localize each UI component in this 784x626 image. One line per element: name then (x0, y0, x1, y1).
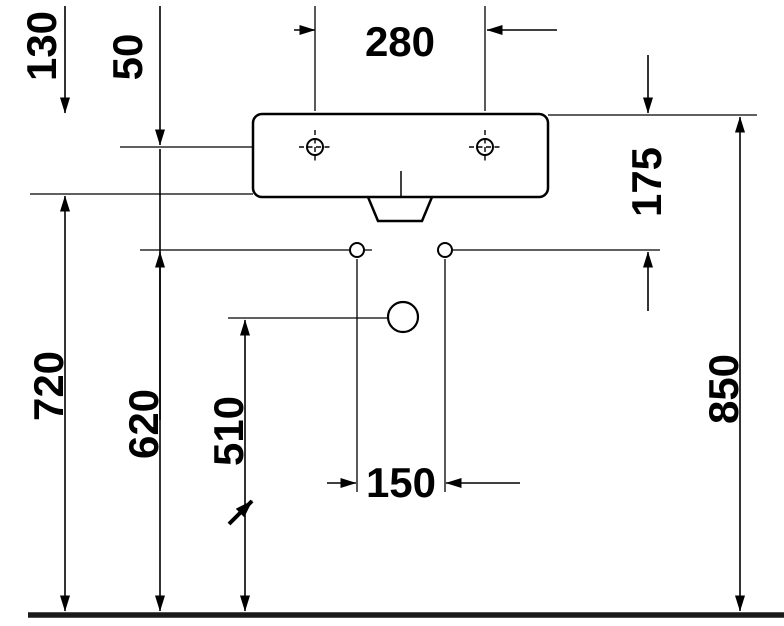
dim-label-50: 50 (104, 34, 151, 81)
dim-label-510: 510 (205, 396, 252, 466)
mounting-hole-right (437, 242, 453, 258)
dim-label-130: 130 (18, 11, 65, 81)
mounting-hole-left (349, 242, 365, 258)
dim-label-175: 175 (623, 147, 670, 217)
dim-label-280: 280 (365, 18, 435, 65)
overflow-bracket (366, 196, 434, 223)
connection-direction-arrow (227, 499, 254, 526)
dimension-labels: 280 130 50 175 720 620 510 850 150 (18, 11, 747, 506)
extension-lines (30, 6, 757, 492)
basin-geometry (251, 112, 550, 334)
dim-label-850: 850 (700, 354, 747, 424)
basin-outline (251, 112, 550, 199)
drain-hole (386, 300, 420, 334)
dim-label-720: 720 (25, 351, 72, 421)
dim-label-150: 150 (366, 459, 436, 506)
dimension-lines (60, 6, 745, 612)
dim-label-620: 620 (120, 389, 167, 459)
